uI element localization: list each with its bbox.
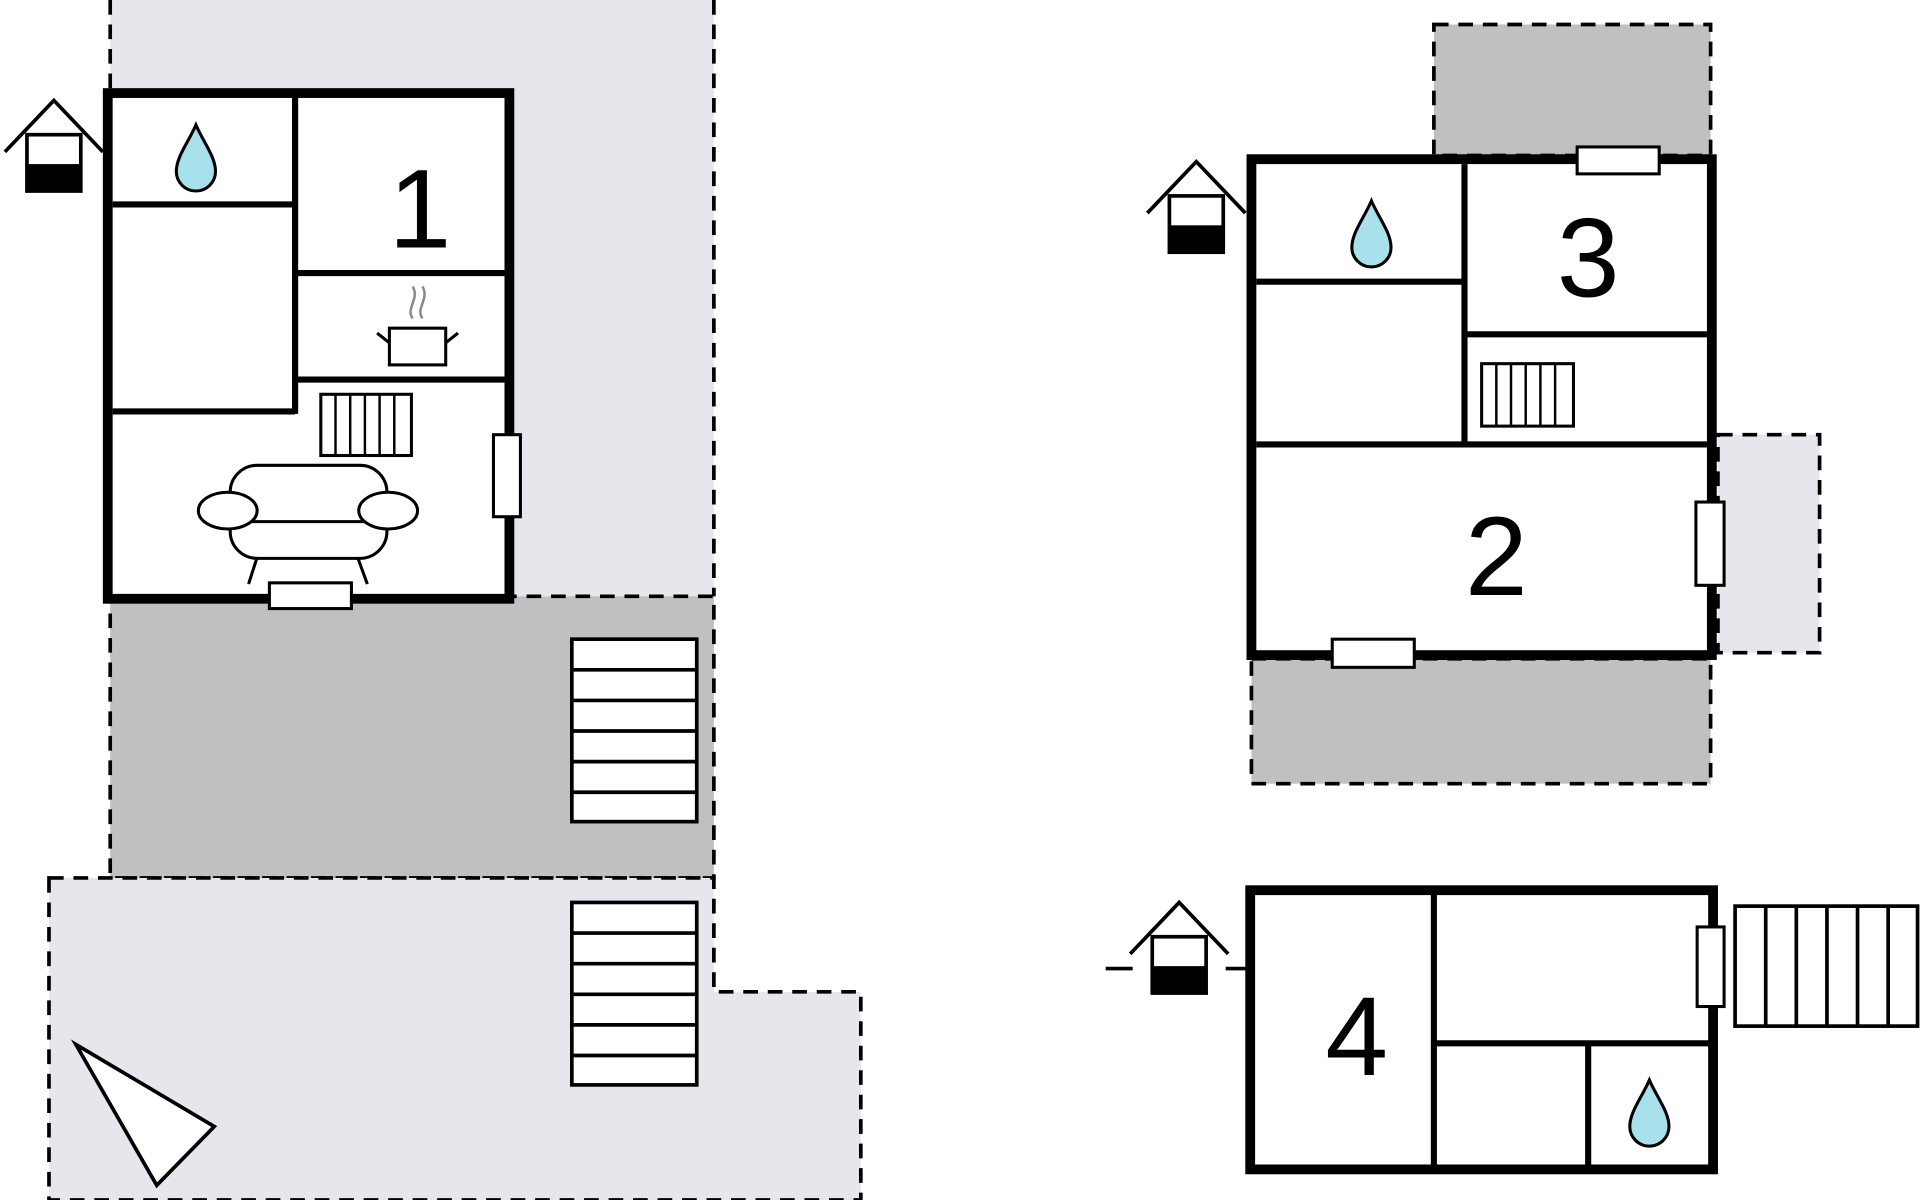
left-building: 1 — [3, 0, 863, 1200]
right-top-building: 3 2 — [1145, 22, 1822, 786]
door-icon — [267, 581, 353, 611]
door-icon — [1695, 925, 1726, 1009]
balcony-area — [1432, 22, 1713, 158]
radiator-icon — [319, 392, 413, 458]
stairs-icon — [570, 637, 699, 824]
radiator-icon — [1480, 362, 1575, 428]
stairs-icon — [570, 900, 699, 1087]
window-icon — [491, 433, 522, 519]
window-icon — [1694, 500, 1726, 587]
room-label-1: 1 — [389, 145, 452, 271]
house-entrance-icon — [1145, 159, 1248, 255]
compass-triangle-icon — [70, 1039, 218, 1189]
sofa-icon — [196, 463, 420, 585]
room-label-4: 4 — [1325, 973, 1388, 1099]
cooking-pot-icon — [376, 285, 459, 367]
terrace-area — [1249, 656, 1713, 786]
room-label-2: 2 — [1465, 493, 1528, 619]
house-entrance-icon — [3, 98, 105, 193]
right-bottom-building: 4 — [1105, 885, 1920, 1175]
house-entrance-icon — [1105, 900, 1249, 995]
stairs-icon — [1733, 904, 1920, 1028]
side-area — [1716, 432, 1822, 655]
window-icon — [1575, 145, 1661, 176]
door-icon — [1330, 637, 1416, 669]
room-label-3: 3 — [1557, 194, 1620, 320]
